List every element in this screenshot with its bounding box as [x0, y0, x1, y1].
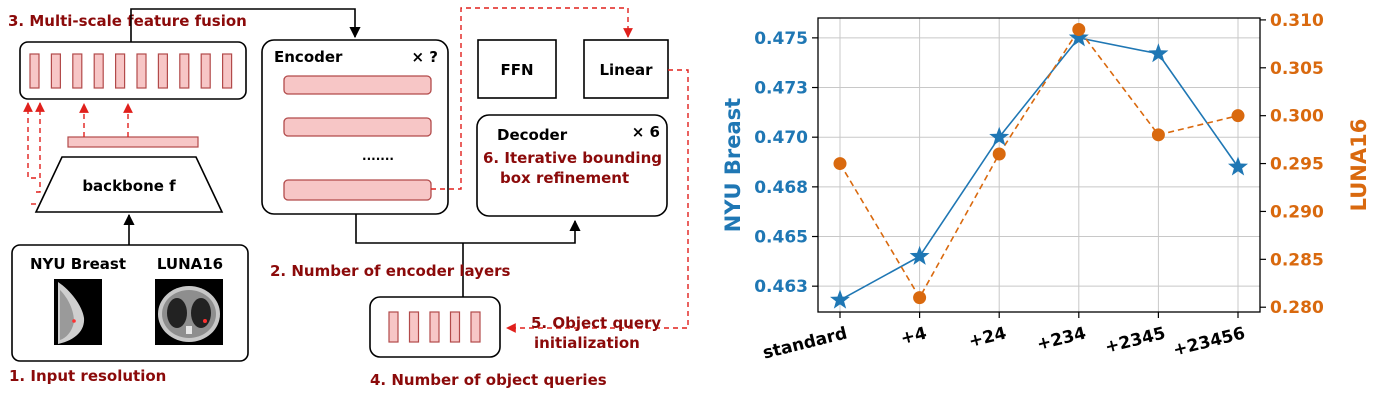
- object-query-cell: [470, 311, 481, 343]
- fusion-token-cell: [157, 53, 168, 89]
- object-query-cell: [449, 311, 461, 343]
- right-tick-label: 0.285: [1270, 250, 1324, 270]
- ffn-box: [477, 39, 557, 99]
- mammogram-image: [54, 279, 102, 345]
- plot-area-frame: [817, 17, 1261, 313]
- backbone-trapezoid: [34, 156, 224, 213]
- x-tick-label: +4: [899, 323, 929, 349]
- architecture-diagram: 3. Multi-scale feature fusion backbone f…: [8, 7, 689, 389]
- right-y-axis-ticks: 0.280 0.285 0.290 0.295 0.300 0.305 0.310: [1260, 11, 1324, 318]
- chart-series: [830, 22, 1248, 309]
- right-tick-label: 0.310: [1270, 11, 1324, 31]
- encoder-title: Encoder: [274, 48, 343, 66]
- object-query-cell: [388, 311, 399, 343]
- right-tick-label: 0.295: [1270, 155, 1324, 175]
- decoder-box: [476, 114, 668, 217]
- object-query-init-label-2: initialization: [534, 334, 640, 352]
- encoder-to-linear-dashed-arrow: [431, 7, 633, 190]
- series-line-luna16: [839, 28, 1239, 300]
- right-tick-label: 0.300: [1270, 107, 1324, 127]
- chart-grid: [818, 18, 1260, 312]
- encoder-layer-1: [283, 75, 432, 95]
- fusion-token-cell: [72, 53, 83, 89]
- object-query-cells: [388, 311, 481, 343]
- data-point-star: [1068, 27, 1089, 47]
- right-tick-label: 0.280: [1270, 298, 1324, 318]
- object-query-cell: [408, 311, 420, 343]
- fusion-token-cell: [179, 53, 190, 89]
- left-tick-label: 0.465: [754, 228, 808, 248]
- encoder-to-decoder-arrow: [355, 214, 581, 244]
- decoder-repeat: × 6: [632, 123, 660, 141]
- fusion-label: 3. Multi-scale feature fusion: [8, 12, 247, 30]
- data-point-circle: [913, 291, 927, 305]
- series-line-nyu-breast: [839, 36, 1239, 301]
- data-point-star: [1228, 156, 1248, 176]
- x-tick-label: +24: [967, 323, 1009, 352]
- encoder-layer-last: [283, 179, 432, 201]
- encoder-layer-2: [283, 117, 432, 137]
- left-tick-label: 0.470: [754, 128, 808, 148]
- right-tick-label: 0.305: [1270, 59, 1324, 79]
- left-tick-label: 0.468: [754, 178, 808, 198]
- left-tick-label: 0.473: [754, 79, 808, 99]
- linear-box: [583, 39, 669, 99]
- backbone-feature-bar: [67, 136, 199, 148]
- num-encoder-layers-label: 2. Number of encoder layers: [270, 262, 511, 280]
- left-y-axis-ticks: 0.463 0.465 0.468 0.470 0.473 0.475: [754, 29, 818, 297]
- fusion-token-cells: [29, 53, 233, 89]
- data-point-star: [909, 245, 930, 265]
- x-tick-label: +23456: [1171, 323, 1247, 360]
- object-query-cell: [429, 311, 440, 343]
- fusion-token-cell: [200, 53, 211, 89]
- fusion-token-cell: [29, 53, 40, 89]
- linear-to-queries-dashed-arrow: [506, 69, 689, 333]
- fusion-token-cell: [93, 53, 104, 89]
- data-point-circle: [1072, 22, 1086, 36]
- ffn-label: FFN: [500, 61, 533, 79]
- encoder-repeat: × ?: [412, 48, 439, 66]
- data-point-circle: [833, 157, 847, 171]
- num-object-queries-label: 4. Number of object queries: [370, 371, 607, 389]
- data-point-circle: [1151, 128, 1165, 142]
- backbone-to-fusion-dashed-arrow-2: [35, 102, 45, 193]
- encoder-ellipsis: .......: [362, 149, 394, 163]
- x-tick-label: +2345: [1103, 323, 1168, 357]
- right-tick-label: 0.290: [1270, 202, 1324, 222]
- x-axis-ticks: standard +4 +24 +234 +2345+23456: [761, 312, 1247, 364]
- data-point-circle: [1231, 109, 1245, 123]
- backbone-to-fusion-dashed-arrow-1: [23, 102, 36, 179]
- fusion-to-encoder-arrow: [130, 8, 361, 42]
- data-point-star: [830, 289, 850, 309]
- fusion-token-cell: [222, 53, 233, 89]
- left-tick-label: 0.463: [754, 277, 808, 297]
- ct-scan-image: [155, 279, 223, 345]
- dataset-label-luna: LUNA16: [157, 255, 223, 273]
- fusion-token-cell: [114, 53, 126, 89]
- decoder-title: Decoder: [497, 126, 568, 144]
- data-point-circle: [992, 147, 1006, 161]
- input-resolution-label: 1. Input resolution: [9, 367, 166, 385]
- linear-label: Linear: [599, 61, 653, 79]
- x-tick-label: standard: [761, 323, 849, 363]
- dataset-label-nyu: NYU Breast: [30, 255, 126, 273]
- fusion-token-cell: [136, 53, 147, 89]
- object-query-init-label-1: 5. Object query: [531, 314, 661, 332]
- iterative-refinement-label-1: 6. Iterative bounding: [483, 149, 662, 167]
- right-y-axis-label: LUNA16: [1347, 119, 1371, 212]
- iterative-refinement-label-2: box refinement: [500, 169, 629, 187]
- backbone-label: backbone f: [82, 177, 176, 195]
- data-point-star: [1148, 43, 1169, 63]
- data-point-star: [989, 126, 1010, 146]
- left-y-axis-label: NYU Breast: [721, 98, 745, 232]
- fusion-token-cell: [50, 53, 62, 89]
- left-tick-label: 0.475: [754, 29, 808, 49]
- x-tick-label: +234: [1035, 323, 1088, 354]
